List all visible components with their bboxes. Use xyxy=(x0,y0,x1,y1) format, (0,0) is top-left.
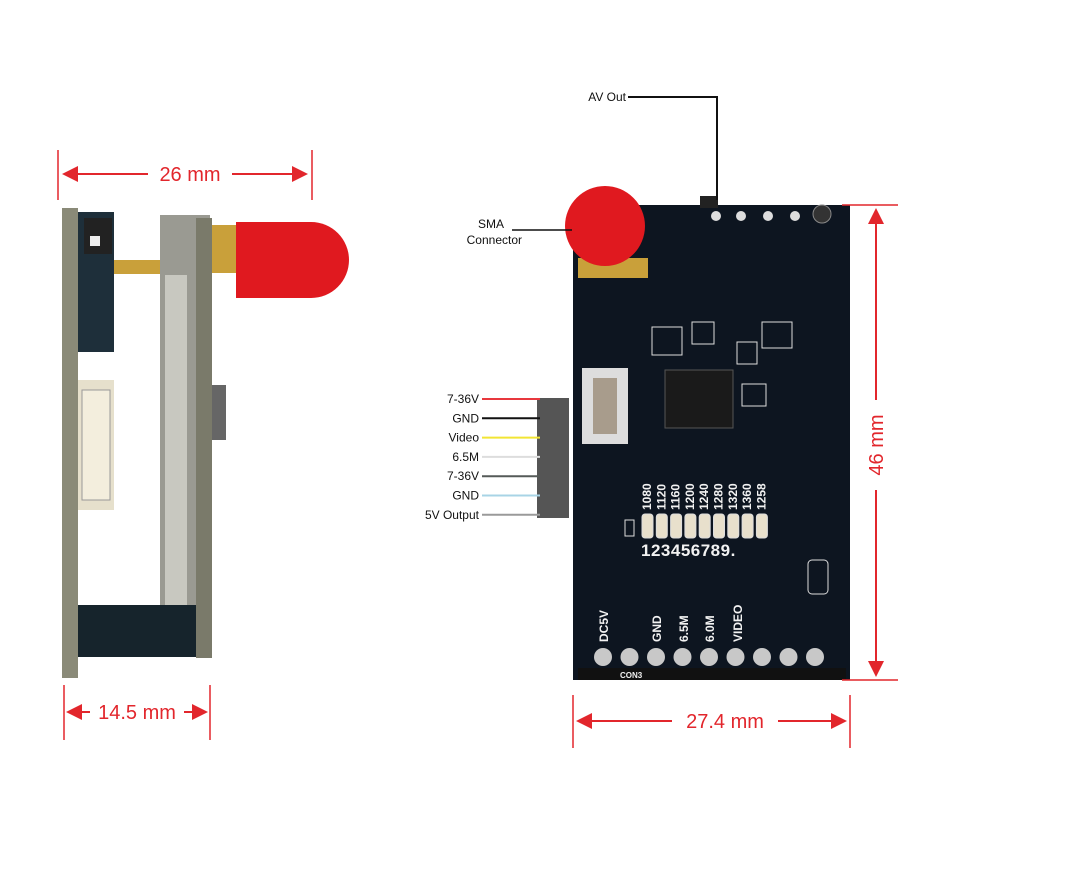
wire-label: Video xyxy=(449,431,480,445)
frequency-label: 1120 xyxy=(654,484,668,510)
header-pin xyxy=(647,648,665,666)
sma-callout: SMA Connector xyxy=(467,217,572,247)
pin-label: VIDEO xyxy=(731,605,745,642)
header-pin xyxy=(620,648,639,666)
svg-text:CON3: CON3 xyxy=(620,671,643,680)
header-pin xyxy=(753,648,771,666)
svg-text:46 mm: 46 mm xyxy=(866,414,888,475)
dimension-26mm: 26 mm xyxy=(57,150,313,200)
channel-switch-pad xyxy=(755,513,768,539)
svg-text:27.4 mm: 27.4 mm xyxy=(686,711,764,733)
pin-label: GND xyxy=(650,615,664,642)
wire-connector xyxy=(537,398,569,518)
svg-text:AV Out: AV Out xyxy=(588,90,626,104)
wire-label: 5V Output xyxy=(425,508,480,522)
frequency-label: 1258 xyxy=(754,483,768,510)
pin-label: 6.5M xyxy=(677,615,691,642)
header-pin xyxy=(700,648,718,666)
header-pin xyxy=(806,648,824,666)
header-pin xyxy=(779,648,798,666)
dimension-14-5mm: 14.5 mm xyxy=(63,685,211,740)
header-pin xyxy=(673,648,692,666)
header-pin xyxy=(726,648,745,666)
frequency-label: 1280 xyxy=(712,483,726,510)
channel-switch-pad xyxy=(670,513,683,539)
pin-header: DC5V GND 6.5M 6.0M VIDEO xyxy=(594,605,824,666)
channel-switch-pad xyxy=(713,513,725,539)
wire-label: 7-36V xyxy=(447,469,479,483)
frequency-label: 1160 xyxy=(669,484,683,510)
svg-text:26 mm: 26 mm xyxy=(159,164,220,186)
side-view-module xyxy=(62,208,349,678)
channel-switch-pad xyxy=(698,513,711,539)
frequency-label: 1200 xyxy=(683,483,697,510)
channel-numbers: 123456789. xyxy=(641,541,736,560)
wire-label: GND xyxy=(452,411,479,425)
dimension-46mm: 46 mm xyxy=(842,204,898,681)
front-board: CON3 xyxy=(565,186,850,680)
sma-antenna-cap xyxy=(565,186,645,266)
svg-text:Connector: Connector xyxy=(467,233,522,247)
side-antenna-cap xyxy=(236,222,349,298)
av-out-callout: AV Out xyxy=(588,90,718,200)
header-pin xyxy=(594,648,612,666)
svg-text:14.5 mm: 14.5 mm xyxy=(98,702,176,724)
channel-switch-pad xyxy=(741,513,754,539)
wire-label: GND xyxy=(452,489,479,503)
channel-switch-pad xyxy=(641,513,654,539)
wire-label: 6.5M xyxy=(452,450,479,464)
svg-text:SMA: SMA xyxy=(478,217,504,231)
dimension-27-4mm: 27.4 mm xyxy=(572,695,851,748)
frequency-label: 1080 xyxy=(640,483,654,510)
channel-switch-pad xyxy=(727,513,740,539)
pin-label: 6.0M xyxy=(703,615,717,642)
pin-label: DC5V xyxy=(597,610,611,642)
frequency-label: 1240 xyxy=(697,483,711,510)
wire-label: 7-36V xyxy=(447,392,479,406)
frequency-label: 1360 xyxy=(740,483,754,510)
channel-switch-pad xyxy=(684,513,697,539)
wire-harness: 7-36V GND Video 6.5M 7-36V GND 5V Output xyxy=(425,392,540,522)
channel-switch-pad xyxy=(655,513,668,539)
frequency-label: 1320 xyxy=(726,483,740,510)
